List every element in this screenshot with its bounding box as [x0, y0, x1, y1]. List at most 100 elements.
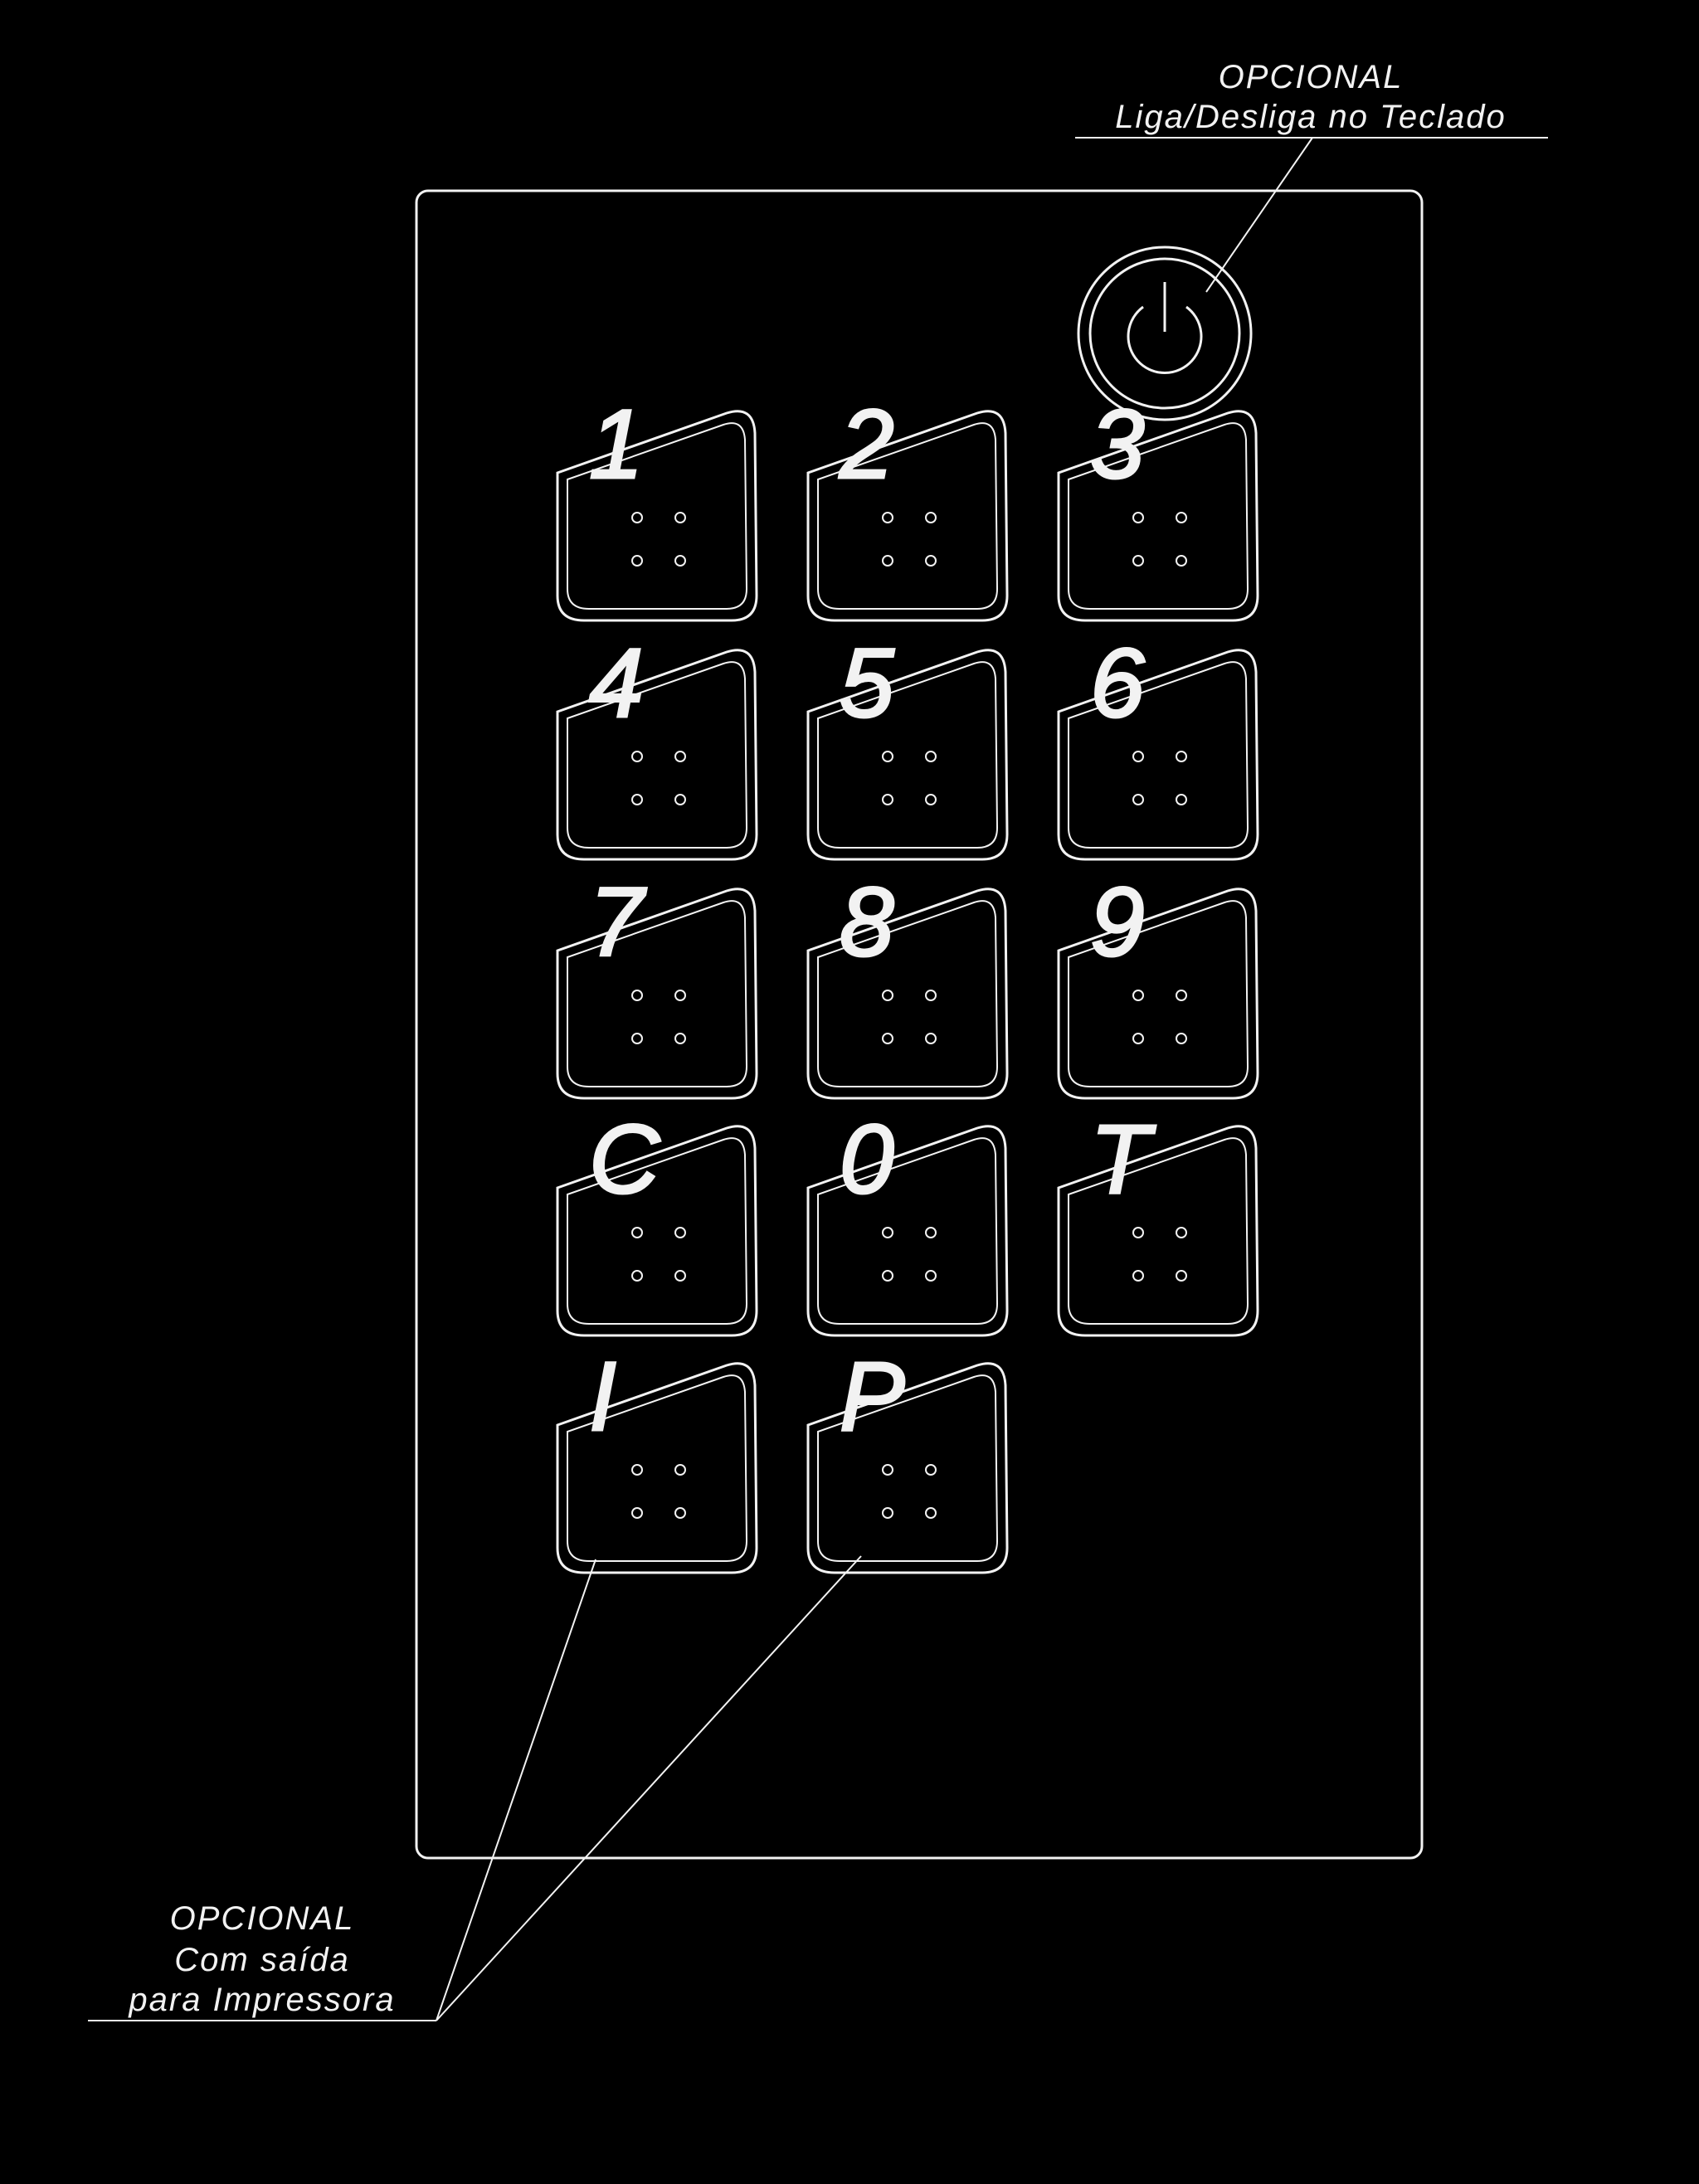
key-outline	[556, 1362, 758, 1574]
key-dot	[1176, 512, 1187, 523]
key-inner-outline	[1068, 900, 1249, 1087]
key-dot	[925, 794, 937, 805]
key-outline	[806, 1362, 1009, 1574]
key-inner-outline	[567, 1137, 748, 1325]
key-dot	[1176, 1227, 1187, 1238]
key-dot	[882, 555, 893, 567]
key-dot	[1132, 1227, 1144, 1238]
power-icon	[1127, 282, 1203, 374]
key-dot	[882, 1033, 893, 1044]
key-inner-outline	[1068, 1137, 1249, 1325]
key-dot	[674, 1464, 686, 1476]
key-dot	[631, 1227, 643, 1238]
key-5[interactable]: 5	[806, 628, 1009, 861]
key-dot	[882, 1507, 893, 1519]
key-dot	[631, 990, 643, 1001]
key-dot	[882, 794, 893, 805]
key-inner-outline	[567, 422, 748, 610]
key-outline	[556, 410, 758, 622]
key-label: 3	[1090, 390, 1145, 499]
key-dot	[925, 1227, 937, 1238]
key-i[interactable]: I	[556, 1341, 758, 1574]
key-label: 5	[840, 629, 894, 738]
key-label: I	[589, 1342, 616, 1452]
key-dot	[1176, 555, 1187, 567]
key-dot	[925, 512, 937, 523]
key-label: C	[589, 1105, 660, 1214]
key-2[interactable]: 2	[806, 389, 1009, 622]
key-dot	[1176, 751, 1187, 762]
key-dot	[1132, 751, 1144, 762]
key-dot	[631, 1464, 643, 1476]
key-inner-outline	[1068, 661, 1249, 849]
key-7[interactable]: 7	[556, 867, 758, 1100]
key-outline	[1057, 1125, 1259, 1337]
key-dot	[674, 990, 686, 1001]
key-label: 6	[1090, 629, 1145, 738]
key-dot	[1176, 1270, 1187, 1282]
key-dot	[674, 794, 686, 805]
key-outline	[1057, 888, 1259, 1100]
key-dot	[925, 1270, 937, 1282]
key-inner-outline	[817, 661, 999, 849]
key-outline	[556, 649, 758, 861]
key-dot	[925, 1464, 937, 1476]
key-inner-outline	[817, 1137, 999, 1325]
key-dot	[925, 1033, 937, 1044]
key-outline	[806, 1125, 1009, 1337]
key-inner-outline	[567, 1374, 748, 1562]
key-dot	[1132, 794, 1144, 805]
key-0[interactable]: 0	[806, 1104, 1009, 1337]
key-inner-outline	[817, 900, 999, 1087]
bottom-annotation-line3: para Impressora	[128, 1982, 395, 2018]
key-dot	[631, 751, 643, 762]
key-dot	[631, 1507, 643, 1519]
key-dot	[882, 990, 893, 1001]
key-4[interactable]: 4	[556, 628, 758, 861]
key-label: 2	[839, 390, 894, 499]
key-outline	[556, 888, 758, 1100]
key-label: 1	[589, 390, 644, 499]
key-dot	[882, 512, 893, 523]
key-outline	[806, 649, 1009, 861]
key-6[interactable]: 6	[1057, 628, 1259, 861]
key-dot	[1132, 990, 1144, 1001]
key-9[interactable]: 9	[1057, 867, 1259, 1100]
key-dot	[631, 794, 643, 805]
key-dot	[1132, 1033, 1144, 1044]
key-t[interactable]: T	[1057, 1104, 1259, 1337]
key-dot	[925, 1507, 937, 1519]
key-3[interactable]: 3	[1057, 389, 1259, 622]
bottom-annotation-line2: Com saída	[174, 1942, 349, 1978]
key-inner-outline	[567, 661, 748, 849]
key-dot	[631, 555, 643, 567]
key-dot	[882, 751, 893, 762]
key-label: 0	[840, 1105, 894, 1214]
power-button[interactable]	[1077, 246, 1253, 421]
key-dot	[631, 1270, 643, 1282]
key-dot	[1132, 512, 1144, 523]
key-dot	[925, 751, 937, 762]
key-label: 7	[589, 868, 647, 977]
bottom-leader-line-p	[436, 1555, 862, 2021]
key-dot	[925, 990, 937, 1001]
key-1[interactable]: 1	[556, 389, 758, 622]
power-button-outer-ring	[1077, 246, 1253, 421]
key-dot	[925, 555, 937, 567]
key-label: 4	[589, 629, 644, 738]
key-8[interactable]: 8	[806, 867, 1009, 1100]
top-annotation: OPCIONAL Liga/Desliga no Teclado	[1075, 59, 1548, 293]
key-dot	[1132, 555, 1144, 567]
top-annotation-line1: OPCIONAL	[1219, 59, 1404, 95]
key-outline	[1057, 649, 1259, 861]
key-inner-outline	[817, 422, 999, 610]
key-p[interactable]: P	[806, 1341, 1009, 1574]
key-inner-outline	[567, 900, 748, 1087]
key-c[interactable]: C	[556, 1104, 758, 1337]
key-outline	[1057, 410, 1259, 622]
key-dot	[674, 555, 686, 567]
key-dot	[674, 1507, 686, 1519]
